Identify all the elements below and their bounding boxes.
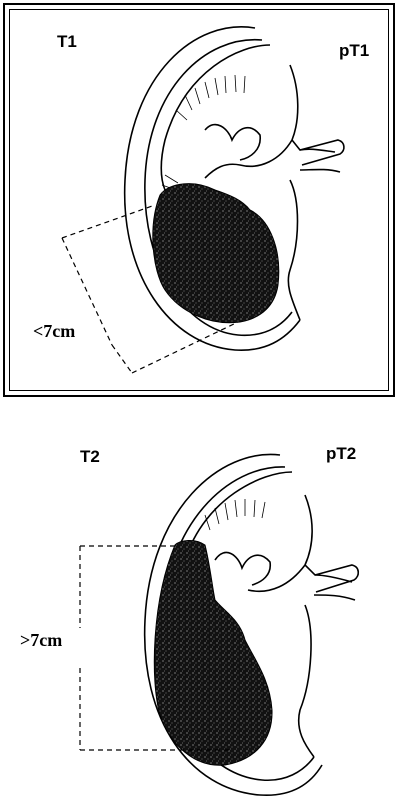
kidney-t1-calyx [205,125,260,160]
stage-label-t1: T1 [57,33,77,50]
stage-label-t2: T2 [80,448,100,465]
kidney-t2-calyx [215,552,270,585]
kidney-t1-vessel [300,140,344,165]
kidney-t2-striations [205,499,265,530]
tumor-t1 [153,184,279,323]
path-label-pt2: pT2 [326,445,356,462]
tumor-t2 [154,540,272,765]
size-label-t2: >7cm [20,631,62,649]
size-label-t1: <7cm [33,322,75,340]
kidney-t1-upper-cortex [161,45,270,190]
path-label-pt1: pT1 [339,42,369,59]
kidney-t1-striations [160,75,245,198]
